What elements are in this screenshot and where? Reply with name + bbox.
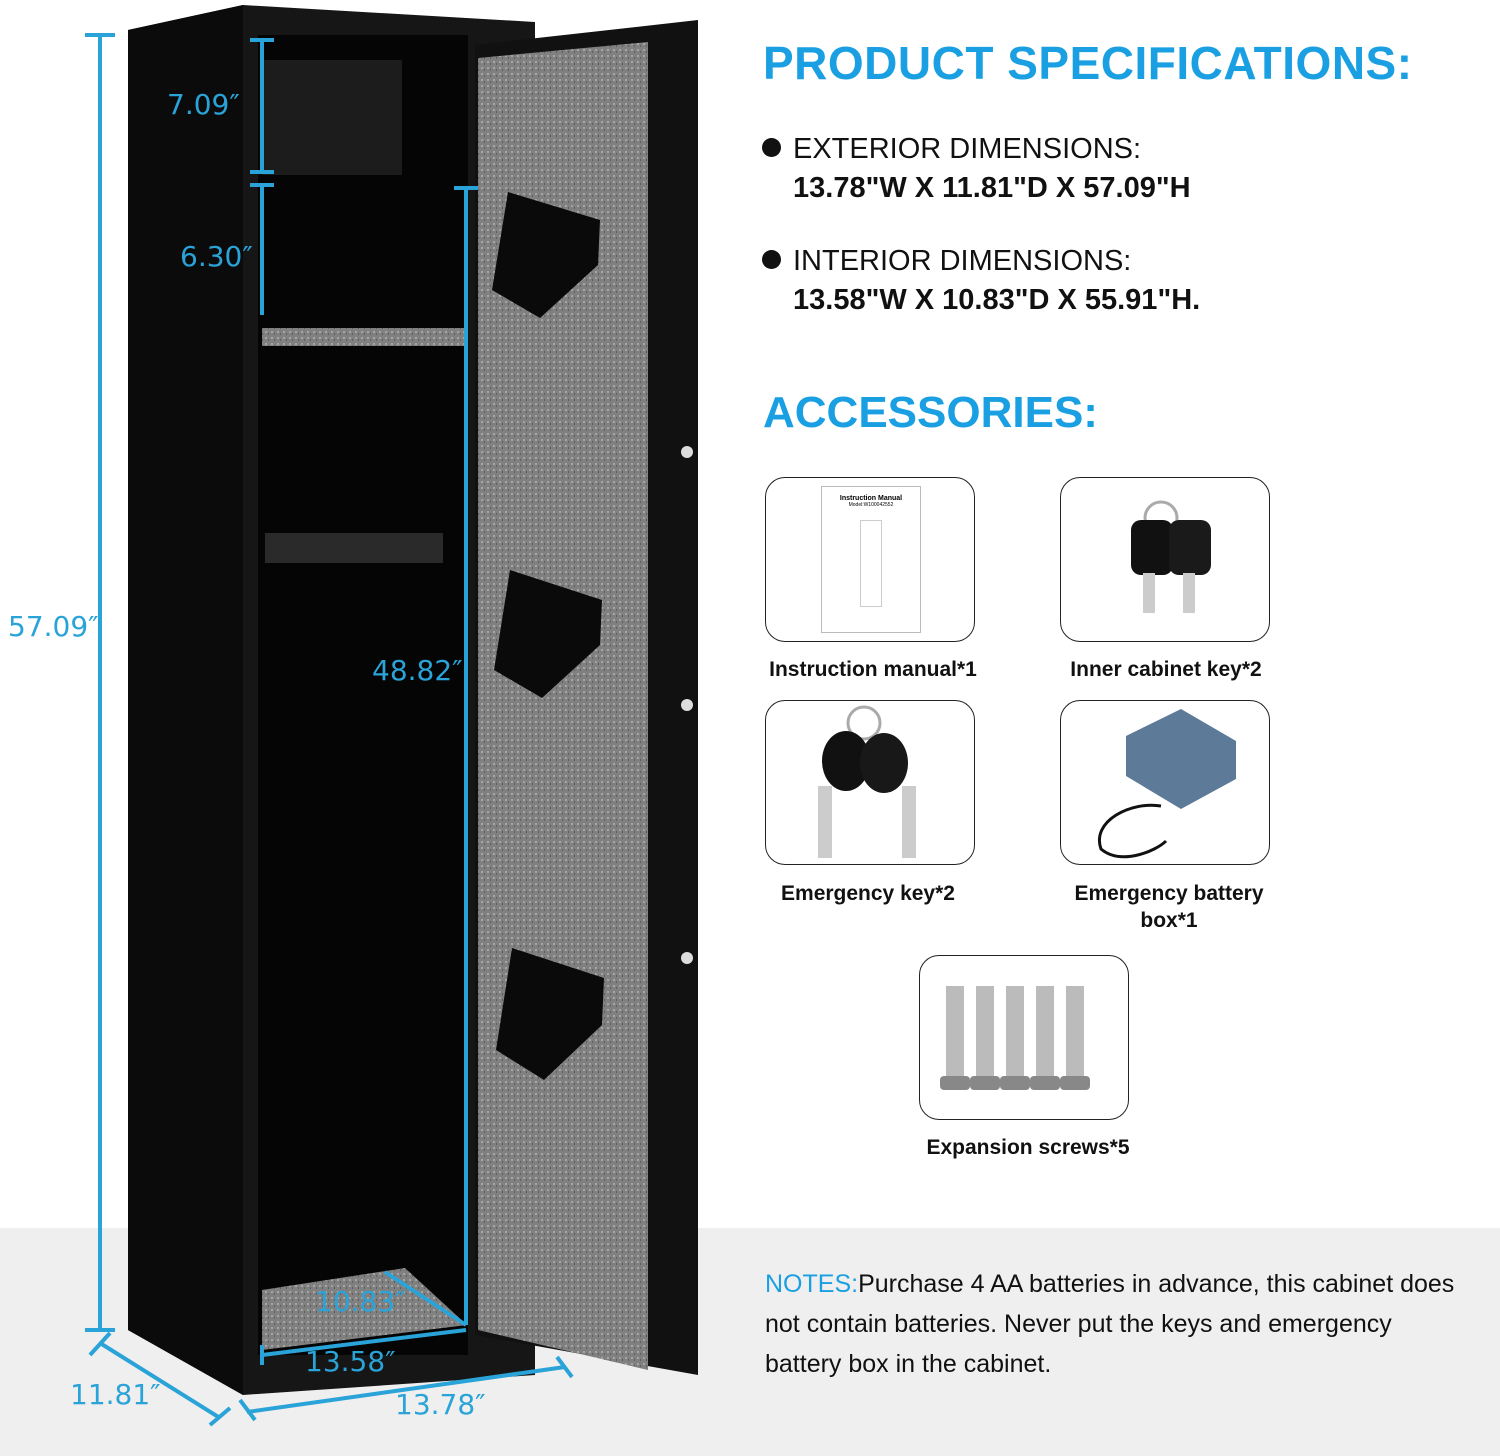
battery-box-image [1060,700,1270,865]
interior-width-label: 13.58″ [305,1345,396,1378]
spec-exterior: EXTERIOR DIMENSIONS: 13.78"W X 11.81"D X… [762,133,1191,205]
manual-image: Instruction Manual Model:W100042552 [765,477,975,642]
battery-box-icon [1097,709,1236,859]
spec-value: 13.78"W X 11.81"D X 57.09"H [793,172,1191,204]
total-height-label: 57.09″ [8,610,99,643]
notes-label: NOTES: [765,1270,859,1298]
bullet-icon [762,250,781,269]
accessory-label: Inner cabinet key*2 [1070,658,1262,681]
spec-label: INTERIOR DIMENSIONS: [793,245,1132,277]
exterior-depth-label: 11.81″ [70,1378,161,1411]
accessory-label: Emergency battery box*1 [1074,882,1264,932]
notes: NOTES:Purchase 4 AA batteries in advance… [765,1264,1475,1384]
shelf-gap-label: 6.30″ [180,240,253,273]
inner-key-image [1060,477,1270,642]
interior-depth-label: 10.83″ [315,1285,406,1318]
accessory-label: Emergency key*2 [781,882,955,905]
manual-icon: Instruction Manual Model:W100042552 [821,486,921,633]
interior-height-label: 48.82″ [372,654,463,687]
spec-interior: INTERIOR DIMENSIONS: 13.58"W X 10.83"D X… [762,245,1200,317]
manual-model: Model:W100042552 [848,502,894,508]
notes-text: Purchase 4 AA batteries in advance, this… [765,1270,1455,1378]
spec-label: EXTERIOR DIMENSIONS: [793,133,1142,165]
expansion-screws-image [919,955,1129,1120]
accessory-label: Expansion screws*5 [926,1136,1130,1159]
key-icon [818,705,916,858]
exterior-width-label: 13.78″ [395,1388,486,1421]
gun-safe-illustration [85,5,698,1427]
manual-title: Instruction Manual [839,495,903,502]
key-icon [1131,500,1211,613]
accessory-label: Instruction manual*1 [769,658,977,681]
screw-icon [940,986,1090,1090]
specs-title: PRODUCT SPECIFICATIONS: [763,37,1413,89]
bullet-icon [762,138,781,157]
compartment-height-label: 7.09″ [167,88,240,121]
spec-value: 13.58"W X 10.83"D X 55.91"H. [793,284,1201,316]
accessories-title: ACCESSORIES: [763,388,1098,437]
emergency-key-image [765,700,975,865]
